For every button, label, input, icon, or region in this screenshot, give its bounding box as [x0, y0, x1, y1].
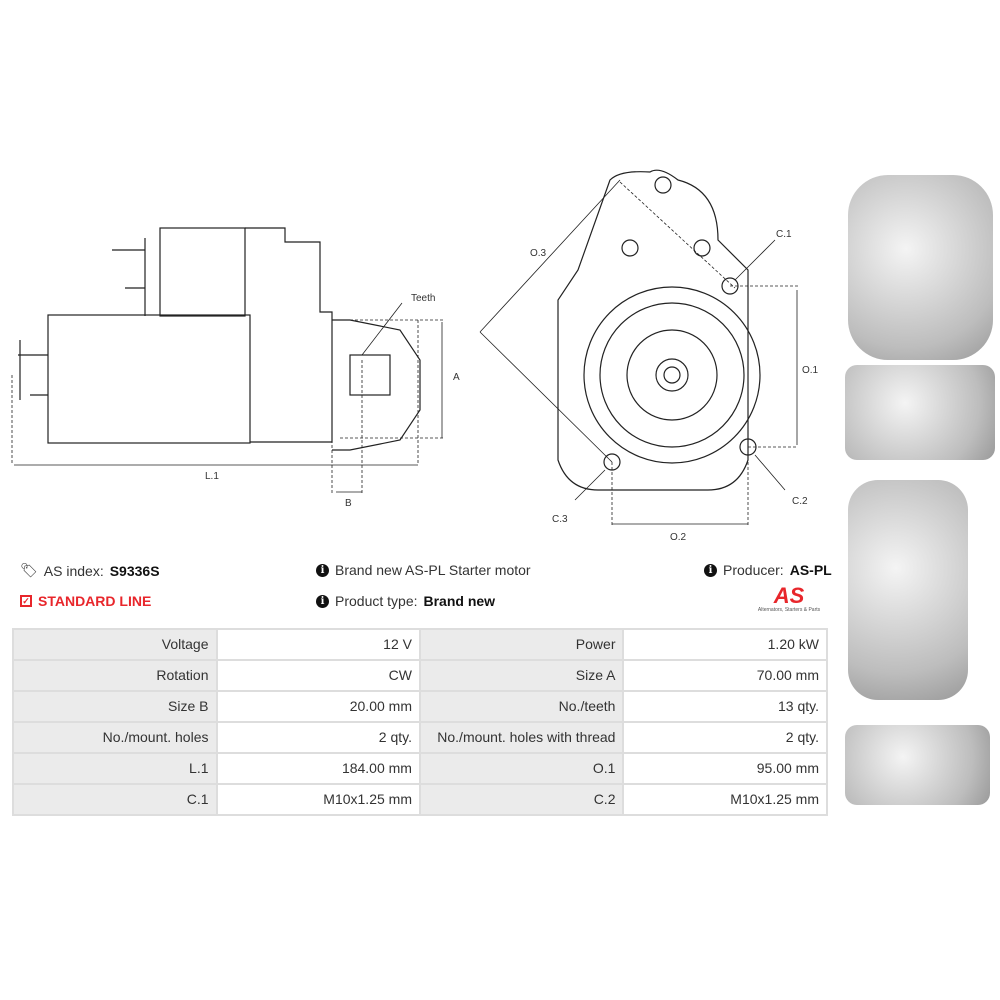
label-o1: O.1: [802, 365, 819, 376]
product-type: i Product type: Brand new: [316, 593, 495, 609]
as-index-label: AS index:: [43, 562, 104, 579]
spec-value: 13 qty.: [622, 690, 828, 723]
producer-value: AS-PL: [789, 562, 832, 578]
spec-value: 95.00 mm: [622, 752, 828, 785]
spec-value: 20.00 mm: [215, 690, 421, 723]
label-o2: O.2: [670, 532, 687, 540]
as-pl-logo: AS Alternators, Starters & Parts: [748, 583, 830, 614]
spec-label: Size B: [12, 690, 218, 723]
product-photo-front[interactable]: [848, 175, 993, 360]
product-photo-side[interactable]: [845, 365, 995, 460]
label-o3: O.3: [530, 248, 547, 259]
description: i Brand new AS-PL Starter motor: [316, 562, 531, 578]
spec-label: No./mount. holes: [12, 721, 218, 754]
info-icon: i: [316, 594, 329, 608]
spec-label: No./teeth: [418, 690, 625, 723]
product-type-label: Product type:: [335, 593, 418, 609]
label-c3: C.3: [552, 514, 568, 525]
spec-value: 12 V: [215, 628, 421, 661]
spec-value: M10x1.25 mm: [215, 783, 421, 816]
spec-label: Voltage: [12, 628, 218, 661]
label-c1: C.1: [776, 229, 792, 240]
logo-tagline: Alternators, Starters & Parts: [757, 607, 821, 613]
spec-value: M10x1.25 mm: [622, 783, 828, 816]
spec-label: O.1: [418, 752, 625, 785]
front-view-drawing: [479, 169, 800, 527]
spec-label: C.1: [12, 783, 218, 816]
technical-drawing: Teeth A L.1 B O.3 C.1 O.1 C.2 C.3 O.2: [11, 169, 819, 540]
info-icon: i: [704, 563, 717, 577]
standard-line-badge: ✓ STANDARD LINE: [20, 593, 151, 609]
label-c2: C.2: [792, 496, 808, 507]
spec-value: CW: [215, 659, 421, 692]
side-view-drawing: [11, 227, 445, 495]
label-l1: L.1: [205, 471, 219, 482]
product-photo-angled[interactable]: [845, 725, 990, 805]
spec-label: L.1: [12, 752, 218, 785]
spec-value: 184.00 mm: [215, 752, 421, 785]
info-icon: i: [316, 563, 329, 577]
logo-mark: AS: [773, 583, 805, 608]
tags-icon: 🏷︎: [20, 562, 38, 578]
spec-label: No./mount. holes with thread: [418, 721, 625, 754]
spec-value: 70.00 mm: [622, 659, 828, 692]
spec-label: Rotation: [12, 659, 218, 692]
spec-label: Size A: [418, 659, 625, 692]
product-photo-connector[interactable]: [848, 480, 968, 700]
as-index-value: S9336S: [109, 562, 160, 579]
spec-value: 2 qty.: [215, 721, 421, 754]
checkbox-icon: ✓: [20, 595, 32, 607]
label-teeth: Teeth: [411, 293, 435, 304]
spec-value: 2 qty.: [622, 721, 828, 754]
standard-line-label: STANDARD LINE: [38, 593, 152, 609]
label-b: B: [345, 498, 352, 509]
spec-label: C.2: [418, 783, 625, 816]
as-index: 🏷︎ AS index: S9336S: [20, 562, 160, 579]
spec-label: Power: [418, 628, 625, 661]
product-type-value: Brand new: [423, 593, 496, 609]
producer-label: Producer:: [723, 562, 784, 578]
spec-value: 1.20 kW: [622, 628, 828, 661]
producer: i Producer: AS-PL: [704, 562, 832, 578]
label-a: A: [453, 372, 460, 383]
description-text: Brand new AS-PL Starter motor: [335, 562, 531, 578]
